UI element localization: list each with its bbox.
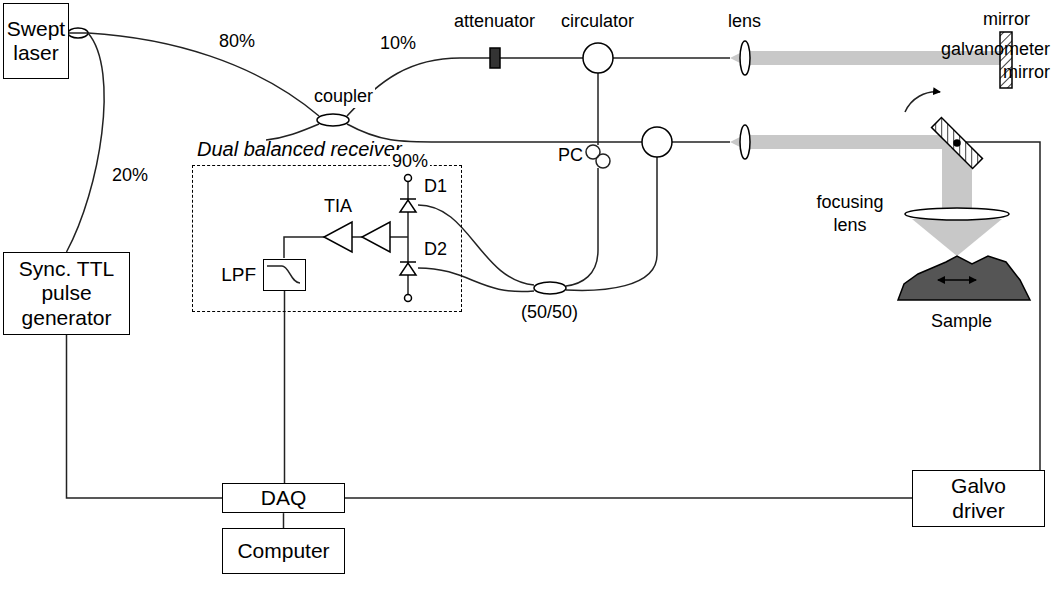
illustration-circle (405, 295, 412, 302)
part-label: Sample (929, 310, 994, 333)
illustration-polygon (400, 200, 416, 212)
illustration-path (898, 256, 1030, 300)
illustration-rect (490, 48, 500, 68)
illustration-path (672, 141, 730, 143)
box-label: Computer (237, 539, 329, 563)
signal-line (284, 291, 286, 483)
illustration-polygon (400, 263, 416, 275)
illustration-path (347, 58, 583, 116)
box-label: DAQ (261, 486, 307, 510)
illustration-ellipse (905, 208, 1009, 220)
part-label: 20% (110, 164, 150, 187)
part-label: lens (726, 10, 763, 33)
illustration-path (284, 237, 324, 258)
illustration-polygon (324, 222, 352, 252)
illustration-path (88, 33, 319, 116)
illustration-path (597, 73, 599, 145)
computer-box: Computer (222, 528, 345, 574)
illustration-path (905, 92, 940, 112)
signal-line (345, 497, 912, 499)
illustration-polygon (912, 219, 1002, 256)
part-label: focusing lens (803, 191, 897, 238)
part-label: TIA (322, 195, 354, 218)
illustration-path (613, 57, 730, 59)
box-label: Galvo driver (935, 474, 1022, 522)
laser-box: Swept laser (3, 3, 69, 79)
part-label: attenuator (452, 10, 537, 33)
daq-box: DAQ (222, 483, 345, 513)
illustration-polygon (362, 222, 390, 252)
illustration-ellipse (534, 282, 566, 294)
illustration-path (418, 268, 534, 292)
illustration-rect (750, 135, 950, 149)
signal-line (67, 335, 223, 498)
illustration-line (400, 261, 416, 263)
driver-box: Galvo driver (912, 470, 1045, 527)
illustration-g (730, 51, 1002, 256)
part-label: galvanometer mirror (928, 38, 1052, 85)
signal-line (283, 513, 285, 528)
group-heading: Dual balanced receiver (197, 138, 402, 161)
illustration-path (266, 124, 319, 140)
box-label: Sync. TTL pulse generator (8, 257, 125, 329)
illustration-path (418, 205, 534, 285)
illustration-path (566, 157, 657, 290)
illustration-g (740, 32, 1030, 300)
part-label: PC (556, 144, 585, 167)
illustration-g (88, 33, 1040, 470)
box-label: LPF (221, 264, 256, 286)
illustration-path (390, 236, 408, 238)
signal-line (67, 33, 105, 252)
sync-generator-box: Sync. TTL pulse generator (3, 252, 130, 335)
illustration-path (267, 266, 300, 283)
illustration-ellipse (740, 125, 750, 159)
part-label: 80% (217, 30, 257, 53)
box-label: Swept laser (7, 17, 65, 65)
illustration-circle (405, 175, 412, 182)
part-label: (50/50) (519, 301, 580, 324)
illustration-ellipse (317, 114, 349, 126)
illustration-circle (583, 43, 613, 73)
part-label: D2 (422, 238, 449, 261)
part-label: D1 (422, 175, 449, 198)
illustration-path (566, 168, 598, 286)
illustration-circle (954, 140, 960, 146)
illustration-circle (596, 154, 610, 168)
part-label: circulator (559, 10, 636, 33)
illustration-ellipse (740, 41, 750, 75)
part-label: coupler (312, 85, 375, 108)
illustration-path (966, 142, 1040, 470)
part-label: 90% (390, 150, 430, 173)
illustration-line (400, 198, 416, 200)
illustration-rect (932, 118, 983, 169)
part-label: mirror (981, 8, 1032, 31)
part-label: 10% (378, 32, 418, 55)
illustration-circle (642, 127, 672, 157)
filter-box: LPF (263, 259, 306, 291)
illustration-line (938, 279, 976, 281)
